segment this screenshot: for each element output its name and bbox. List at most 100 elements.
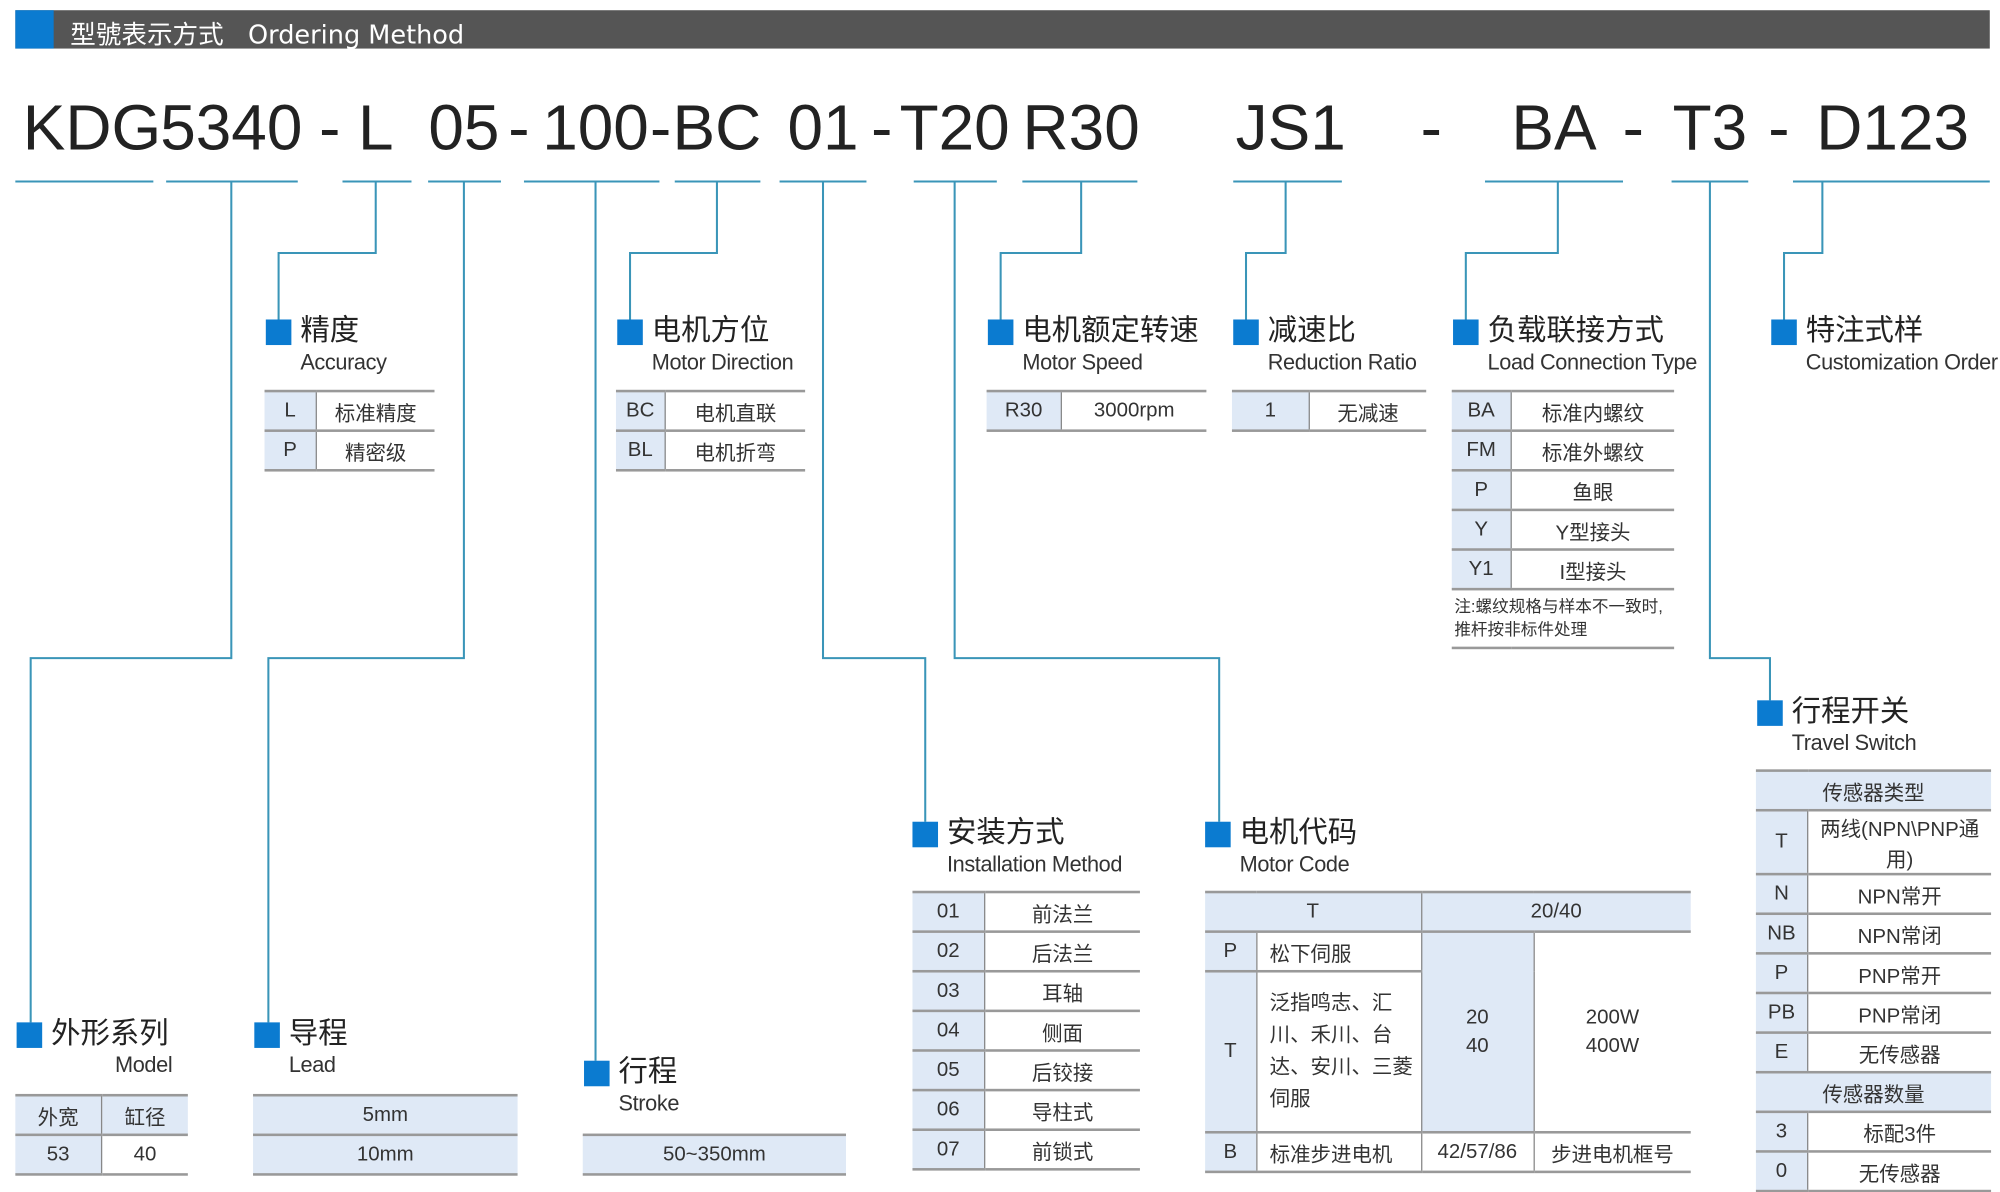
load-code: Y <box>1451 508 1512 550</box>
motor-direction-code: BC <box>615 389 666 431</box>
motor-direction-marker-icon <box>617 319 643 346</box>
motor-code-t-brand: 泛指鸣志、汇川、禾川、台达、安川、三菱伺服 <box>1256 969 1422 1133</box>
connector-line <box>277 181 377 320</box>
motor-code-b-desc: 步进电机框号 <box>1533 1130 1691 1174</box>
code-separator: - <box>319 92 341 164</box>
motor-direction-title-en: Motor Direction <box>651 350 794 375</box>
motor-code-head-size: 20/40 <box>1421 890 1691 932</box>
load-code: BA <box>1451 389 1512 431</box>
installation-desc: 后铰接 <box>984 1049 1140 1091</box>
travel-group-header: 传感器类型 <box>1755 769 1992 811</box>
stroke-table: 50~350mm <box>582 1133 847 1176</box>
travel-desc: 无传感器 <box>1807 1031 1992 1073</box>
travel-title-en: Travel Switch <box>1791 730 1917 756</box>
code-separator: - <box>1420 92 1442 164</box>
stroke-title-cn: 行程 <box>618 1055 678 1089</box>
load-title-cn: 负载联接方式 <box>1487 314 1664 348</box>
travel-group-header-label: 传感器数量 <box>1755 1070 1992 1112</box>
lead-value: 5mm <box>253 1093 518 1135</box>
connector-line <box>1783 181 1824 320</box>
connector-line <box>821 181 927 822</box>
connector-line <box>29 181 233 1023</box>
travel-group-header-label: 传感器类型 <box>1755 769 1992 811</box>
lead-table: 5mm 10mm <box>253 1093 518 1176</box>
load-desc: Y型接头 <box>1511 508 1675 550</box>
accuracy-code: L <box>264 389 317 431</box>
code-separator: - <box>508 92 530 164</box>
code-segment: BA <box>1511 92 1597 164</box>
motor-code-p: P <box>1205 930 1257 972</box>
motor-code-size: 20 40 <box>1421 930 1535 1133</box>
installation-code: 06 <box>912 1088 986 1130</box>
motor-direction-desc: 电机折弯 <box>665 429 806 472</box>
code-segment: L <box>357 92 394 164</box>
installation-desc: 前锁式 <box>984 1128 1140 1171</box>
load-desc: 标准内螺纹 <box>1511 389 1675 431</box>
load-code: Y1 <box>1451 548 1512 590</box>
motor-code-title-cn: 电机代码 <box>1239 816 1358 850</box>
load-title-en: Load Connection Type <box>1487 350 1698 375</box>
travel-code: E <box>1755 1031 1809 1073</box>
load-code: FM <box>1451 429 1512 471</box>
travel-title-cn: 行程开关 <box>1791 695 1910 729</box>
travel-code: PB <box>1755 991 1809 1033</box>
motor-speed-title-cn: 电机额定转速 <box>1022 314 1199 348</box>
code-segment: T3 <box>1672 92 1748 164</box>
motor-speed-code: R30 <box>986 389 1062 432</box>
accuracy-code: P <box>264 429 317 472</box>
installation-title-cn: 安装方式 <box>946 816 1065 850</box>
code-segment: BC <box>672 92 762 164</box>
load-note-row: 注:螺纹规格与样本不一致时,推杆按非标件处理 <box>1451 587 1675 650</box>
accuracy-title-cn: 精度 <box>300 314 360 348</box>
motor-code-head-type: T <box>1205 890 1422 932</box>
lead-title-en: Lead <box>288 1053 336 1078</box>
stroke-range: 50~350mm <box>582 1133 847 1176</box>
model-width: 53 <box>15 1133 103 1176</box>
load-desc: I型接头 <box>1511 548 1675 590</box>
code-segment: R30 <box>1022 92 1140 164</box>
load-marker-icon <box>1453 319 1479 346</box>
motor-speed-marker-icon <box>987 319 1014 346</box>
accuracy-marker-icon <box>265 319 292 346</box>
stroke-marker-icon <box>584 1060 610 1087</box>
connector-line <box>629 181 718 320</box>
travel-desc: 无传感器 <box>1807 1150 1992 1192</box>
model-bore: 40 <box>101 1133 188 1176</box>
motor-code-p-brand: 松下伺服 <box>1256 930 1422 972</box>
motor-direction-code: BL <box>615 429 666 472</box>
motor-direction-desc: 电机直联 <box>665 389 806 431</box>
accuracy-title-en: Accuracy <box>300 350 387 375</box>
travel-marker-icon <box>1757 700 1783 726</box>
connector-line <box>1708 181 1771 701</box>
motor-code-power: 200W 400W <box>1533 930 1691 1133</box>
travel-desc: PNP常闭 <box>1807 991 1992 1033</box>
lead-marker-icon <box>254 1022 280 1048</box>
motor-code-b-brand: 标准步进电机 <box>1256 1130 1422 1174</box>
connector-line <box>953 181 1221 822</box>
installation-code: 02 <box>912 930 986 972</box>
travel-code: N <box>1755 872 1809 914</box>
installation-code: 07 <box>912 1128 986 1171</box>
code-segment: 05 <box>428 92 500 164</box>
installation-code: 01 <box>912 890 986 932</box>
